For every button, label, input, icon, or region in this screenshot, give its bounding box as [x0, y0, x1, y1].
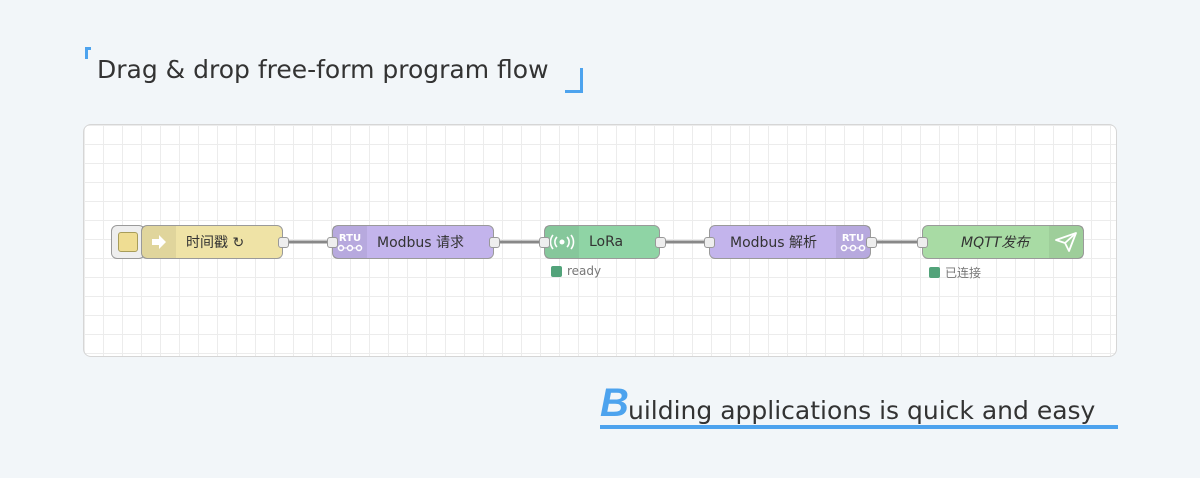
output-port[interactable] — [278, 237, 289, 248]
tagline: B uilding applications is quick and easy — [600, 381, 1120, 430]
heading-text: Drag & drop free-form program flow — [97, 55, 549, 84]
arrow-right-icon — [142, 226, 176, 258]
wireless-icon — [545, 226, 579, 258]
status-text: 已连接 — [945, 266, 982, 280]
node-label: Modbus 请求 — [377, 235, 465, 251]
node-label: LoRa — [589, 234, 624, 250]
node-lora[interactable]: LoRa — [539, 225, 666, 259]
input-port[interactable] — [539, 237, 550, 248]
node-mqtt-publish[interactable]: MQTT发布 — [917, 225, 1084, 259]
status-text: ready — [567, 264, 602, 278]
bracket-bottom-right — [565, 68, 583, 93]
status-dot-icon — [929, 267, 940, 278]
output-port[interactable] — [655, 237, 666, 248]
node-label: 时间戳 ↻ — [186, 235, 245, 251]
inject-button[interactable] — [111, 225, 145, 259]
node-label: Modbus 解析 — [730, 235, 818, 251]
output-port[interactable] — [489, 237, 500, 248]
tagline-underline — [600, 425, 1118, 429]
node-inject[interactable]: 时间戳 ↻ — [141, 225, 289, 259]
bracket-top-left — [85, 47, 91, 59]
rtu-icon: RTU — [836, 226, 870, 258]
section-heading: Drag & drop free-form program flow — [85, 47, 590, 95]
flow-canvas[interactable]: 时间戳 ↻ RTU Modbus 请求 LoRa ready — [83, 124, 1117, 357]
tagline-first-letter: B — [600, 381, 629, 425]
node-modbus-request[interactable]: RTU Modbus 请求 — [327, 225, 500, 259]
mqtt-status: 已连接 — [929, 264, 981, 281]
tagline-text: uilding applications is quick and easy — [628, 396, 1096, 425]
input-port[interactable] — [327, 237, 338, 248]
output-port[interactable] — [866, 237, 877, 248]
node-label: MQTT发布 — [961, 235, 1030, 251]
status-dot-icon — [551, 265, 562, 277]
input-port[interactable] — [917, 237, 928, 248]
node-modbus-parse[interactable]: Modbus 解析 RTU — [704, 225, 877, 259]
input-port[interactable] — [704, 237, 715, 248]
lora-status: ready — [551, 264, 601, 278]
send-icon — [1049, 226, 1083, 258]
rtu-icon: RTU — [333, 226, 367, 258]
